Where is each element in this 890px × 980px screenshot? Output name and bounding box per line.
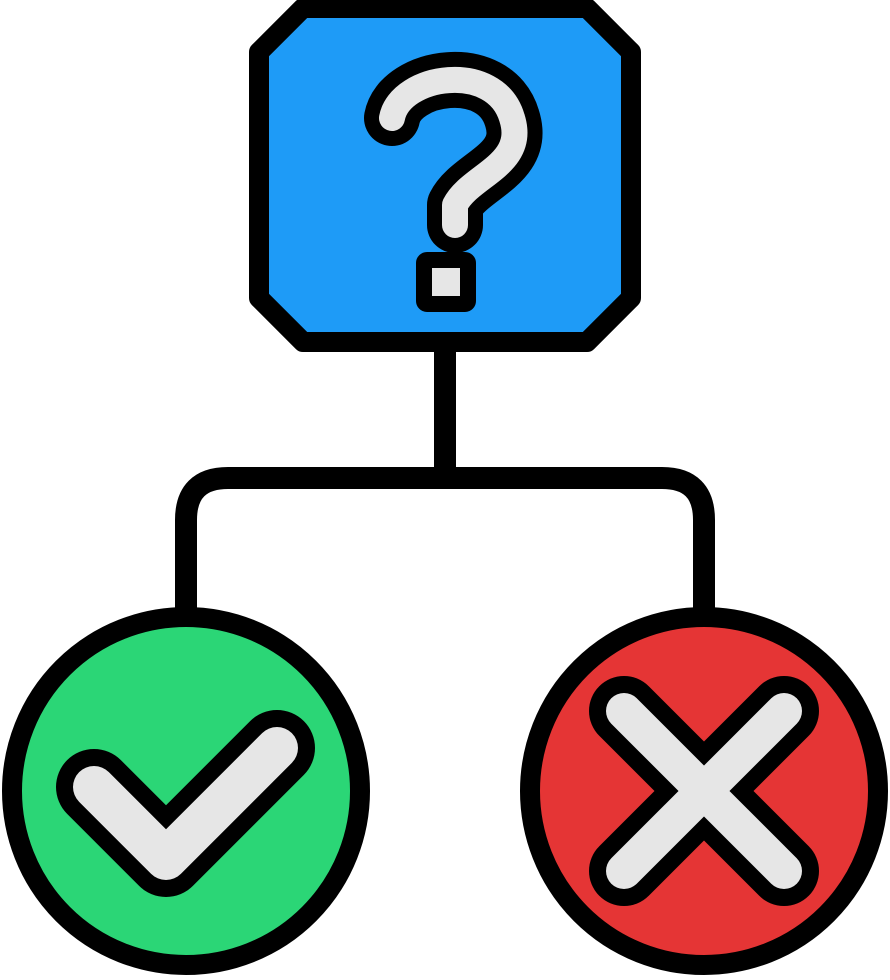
- question-mark-dot: [416, 252, 476, 312]
- question-mark-hook-fill: [379, 66, 528, 238]
- yes-node: [2, 607, 370, 975]
- no-node: [520, 607, 888, 975]
- question-mark-icon: [364, 51, 543, 312]
- question-node: [249, 0, 641, 352]
- connector-branch: [175, 467, 715, 621]
- cross-icon: [589, 676, 819, 906]
- check-icon: [56, 710, 315, 897]
- connector-lines: [175, 341, 715, 621]
